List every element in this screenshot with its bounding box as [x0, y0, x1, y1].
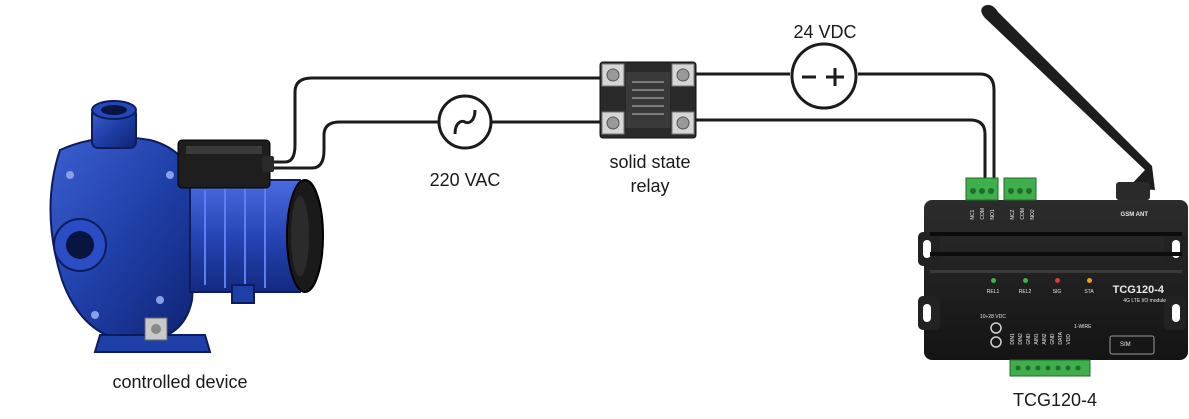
- bottom-pin-label: GND: [1026, 333, 1032, 345]
- status-leds: REL1 REL2 SIG STA: [984, 278, 1098, 295]
- top-pin-label: NO2: [1030, 209, 1036, 220]
- module-panel: GSM ANT TCG120-4 4G LTE I/O module 10÷28…: [924, 200, 1188, 360]
- top-pin-label: COM: [980, 208, 986, 220]
- status-led: STA: [1080, 278, 1098, 295]
- bottom-pin-label: VDD: [1066, 334, 1072, 345]
- dc-source-icon: [790, 42, 858, 110]
- wire-pump-to-relay: [272, 76, 604, 164]
- led-label: REL1: [986, 289, 1000, 295]
- bottom-pin-label: DIN2: [1018, 333, 1024, 345]
- sim-label: SIM: [1120, 342, 1131, 348]
- ac-source-icon: [437, 94, 493, 150]
- pump-label: controlled device: [112, 372, 248, 392]
- relay-label-line1: solid state: [609, 152, 691, 172]
- top-pin-labels: NC1 COM NO1 NC2 COM NO2: [970, 208, 1038, 220]
- bottom-pin-label: AIN2: [1042, 333, 1048, 345]
- onewire-label: 1-WIRE: [1074, 324, 1092, 330]
- top-pin-label: NC2: [1010, 209, 1016, 220]
- top-pin-label: NC1: [970, 209, 976, 220]
- model-subtitle: 4G LTE I/O module: [1123, 298, 1166, 304]
- bottom-pin-label: DATA: [1058, 332, 1064, 345]
- led-label: STA: [1084, 289, 1094, 295]
- bottom-pin-label: GND: [1050, 333, 1056, 345]
- led-label: REL2: [1018, 289, 1032, 295]
- model-label: TCG120-4: [1112, 284, 1164, 296]
- bottom-pin-label: AIN1: [1034, 333, 1040, 345]
- led-indicator: [990, 278, 996, 283]
- led-indicator: [1086, 278, 1092, 283]
- wire-relay-to-module: [690, 118, 987, 182]
- status-led: SIG: [1048, 278, 1066, 295]
- top-pin-label: NO1: [990, 209, 996, 220]
- bottom-pin-label: DIN1: [1010, 333, 1016, 345]
- module-label: TCG120-4: [1012, 390, 1098, 410]
- wire-pump-to-ac: [272, 120, 438, 170]
- top-pin-label: COM: [1020, 208, 1026, 220]
- led-label: SIG: [1052, 289, 1062, 295]
- relay-label: solid state relay: [590, 150, 710, 198]
- wires: [272, 72, 996, 182]
- relay-icon: [599, 61, 697, 139]
- status-led: REL2: [1016, 278, 1034, 295]
- wire-dc-to-module: [858, 72, 996, 182]
- led-indicator: [1054, 278, 1060, 283]
- ac-source-label: 220 VAC: [429, 170, 501, 190]
- relay-label-line2: relay: [630, 176, 670, 196]
- antenna-port-label: GSM ANT: [1120, 212, 1148, 218]
- led-indicator: [1022, 278, 1028, 283]
- antenna-icon: [981, 4, 1155, 200]
- power-label: 10÷28 VDC: [980, 314, 1006, 320]
- pump-icon: [49, 100, 324, 353]
- dc-source-label: 24 VDC: [793, 22, 857, 42]
- status-led: REL1: [984, 278, 1002, 295]
